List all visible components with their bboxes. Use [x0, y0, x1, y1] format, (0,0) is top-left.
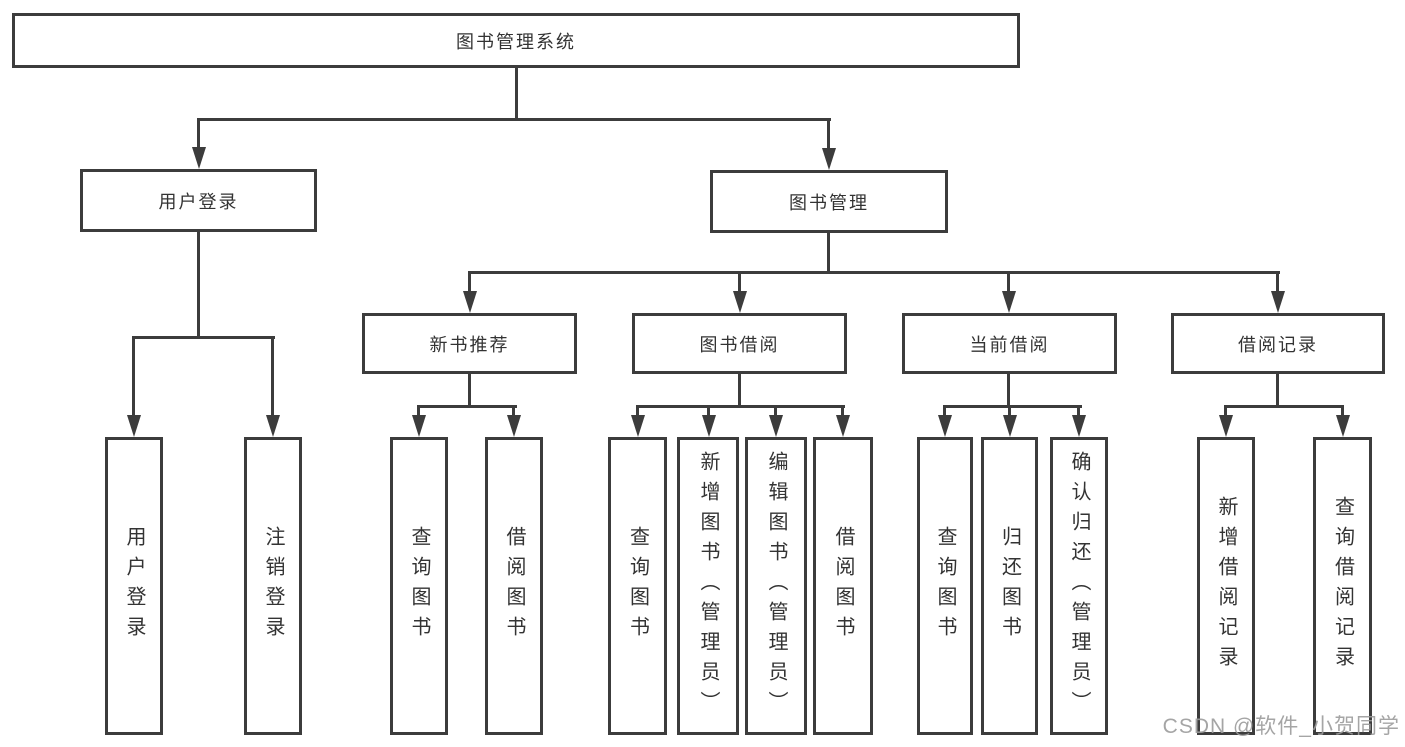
node-borrowing-records-label: 借阅记录: [1238, 334, 1318, 355]
node-book-management-label: 图书管理: [789, 192, 869, 213]
leaf-logout: 注销登录: [244, 437, 302, 735]
arrow-down-icon: [822, 148, 836, 170]
node-new-book-recommend: 新书推荐: [362, 313, 577, 374]
connector-vline: [468, 271, 471, 295]
connector-hline: [132, 336, 275, 339]
connector-vline: [738, 374, 741, 407]
arrow-down-icon: [1271, 291, 1285, 313]
arrow-down-icon: [836, 415, 850, 437]
node-user-login: 用户登录: [80, 169, 317, 232]
connector-vline: [468, 374, 471, 407]
node-new-book-recommend-label: 新书推荐: [429, 334, 510, 355]
arrow-down-icon: [1219, 415, 1233, 437]
node-current-borrowing-label: 当前借阅: [969, 334, 1050, 355]
arrow-down-icon: [192, 147, 206, 169]
connector-vline: [512, 405, 515, 419]
leaf-borrow-books-borrowing-label: 借阅图书: [832, 526, 854, 646]
connector-vline: [132, 336, 135, 420]
node-root: 图书管理系统: [12, 13, 1020, 68]
connector-hline: [943, 405, 1082, 408]
leaf-return-book: 归还图书: [981, 437, 1038, 735]
leaf-edit-book-admin: 编辑图书（管理员）: [745, 437, 807, 735]
leaf-query-books-recommend: 查询图书: [390, 437, 448, 735]
connector-vline: [1276, 271, 1279, 295]
connector-vline: [1007, 374, 1010, 407]
connector-vline: [636, 405, 639, 419]
node-book-borrowing-label: 图书借阅: [699, 334, 780, 355]
leaf-query-borrow-record-label: 查询借阅记录: [1331, 496, 1354, 676]
arrow-down-icon: [1072, 415, 1086, 437]
csdn-watermark: CSDN @软件_小贺同学: [1162, 715, 1400, 738]
node-root-label: 图书管理系统: [456, 31, 576, 52]
connector-vline: [827, 233, 830, 274]
leaf-query-books-current: 查询图书: [917, 437, 973, 735]
node-borrowing-records: 借阅记录: [1171, 313, 1385, 374]
leaf-query-books-borrowing: 查询图书: [608, 437, 667, 735]
leaf-user-login: 用户登录: [105, 437, 163, 735]
connector-vline: [197, 118, 200, 151]
leaf-add-book-admin: 新增图书（管理员）: [677, 437, 739, 735]
connector-vline: [1224, 405, 1227, 419]
arrow-down-icon: [631, 415, 645, 437]
arrow-down-icon: [702, 415, 716, 437]
arrow-down-icon: [463, 291, 477, 313]
arrow-down-icon: [127, 415, 141, 437]
leaf-return-book-label: 归还图书: [998, 526, 1021, 646]
leaf-query-books-borrowing-label: 查询图书: [626, 526, 649, 646]
connector-vline: [738, 271, 741, 295]
leaf-add-book-admin-label: 新增图书（管理员）: [697, 451, 719, 721]
leaf-logout-label: 注销登录: [262, 526, 284, 646]
leaf-borrow-books-recommend: 借阅图书: [485, 437, 543, 735]
leaf-confirm-return-admin-label: 确认归还（管理员）: [1068, 451, 1090, 721]
leaf-edit-book-admin-label: 编辑图书（管理员）: [765, 451, 787, 721]
connector-vline: [707, 405, 710, 419]
connector-vline: [1341, 405, 1344, 419]
arrow-down-icon: [266, 415, 280, 437]
connector-vline: [197, 232, 200, 339]
arrow-down-icon: [733, 291, 747, 313]
leaf-add-borrow-record: 新增借阅记录: [1197, 437, 1255, 735]
leaf-query-books-recommend-label: 查询图书: [408, 526, 430, 646]
connector-hline: [636, 405, 845, 408]
connector-vline: [417, 405, 420, 419]
connector-vline: [1007, 271, 1010, 295]
connector-vline: [515, 68, 518, 121]
connector-hline: [417, 405, 517, 408]
connector-vline: [1008, 405, 1011, 419]
node-user-login-label: 用户登录: [158, 191, 239, 212]
arrow-down-icon: [1003, 415, 1017, 437]
arrow-down-icon: [1002, 291, 1016, 313]
connector-vline: [774, 405, 777, 419]
leaf-user-login-label: 用户登录: [123, 526, 145, 646]
leaf-query-borrow-record: 查询借阅记录: [1313, 437, 1372, 735]
node-book-management: 图书管理: [710, 170, 948, 233]
node-book-borrowing: 图书借阅: [632, 313, 847, 374]
leaf-add-borrow-record-label: 新增借阅记录: [1215, 496, 1237, 676]
leaf-borrow-books-borrowing: 借阅图书: [813, 437, 873, 735]
connector-hline: [197, 118, 831, 121]
connector-vline: [1276, 374, 1279, 407]
leaf-borrow-books-recommend-label: 借阅图书: [503, 526, 525, 646]
connector-hline: [1224, 405, 1344, 408]
connector-hline: [468, 271, 1280, 274]
arrow-down-icon: [769, 415, 783, 437]
arrow-down-icon: [1336, 415, 1350, 437]
arrow-down-icon: [507, 415, 521, 437]
connector-vline: [271, 336, 274, 420]
node-current-borrowing: 当前借阅: [902, 313, 1117, 374]
arrow-down-icon: [412, 415, 426, 437]
connector-vline: [943, 405, 946, 419]
connector-vline: [1077, 405, 1080, 419]
leaf-confirm-return-admin: 确认归还（管理员）: [1050, 437, 1108, 735]
connector-vline: [841, 405, 844, 419]
connector-vline: [827, 118, 830, 152]
arrow-down-icon: [938, 415, 952, 437]
leaf-query-books-current-label: 查询图书: [934, 526, 956, 646]
